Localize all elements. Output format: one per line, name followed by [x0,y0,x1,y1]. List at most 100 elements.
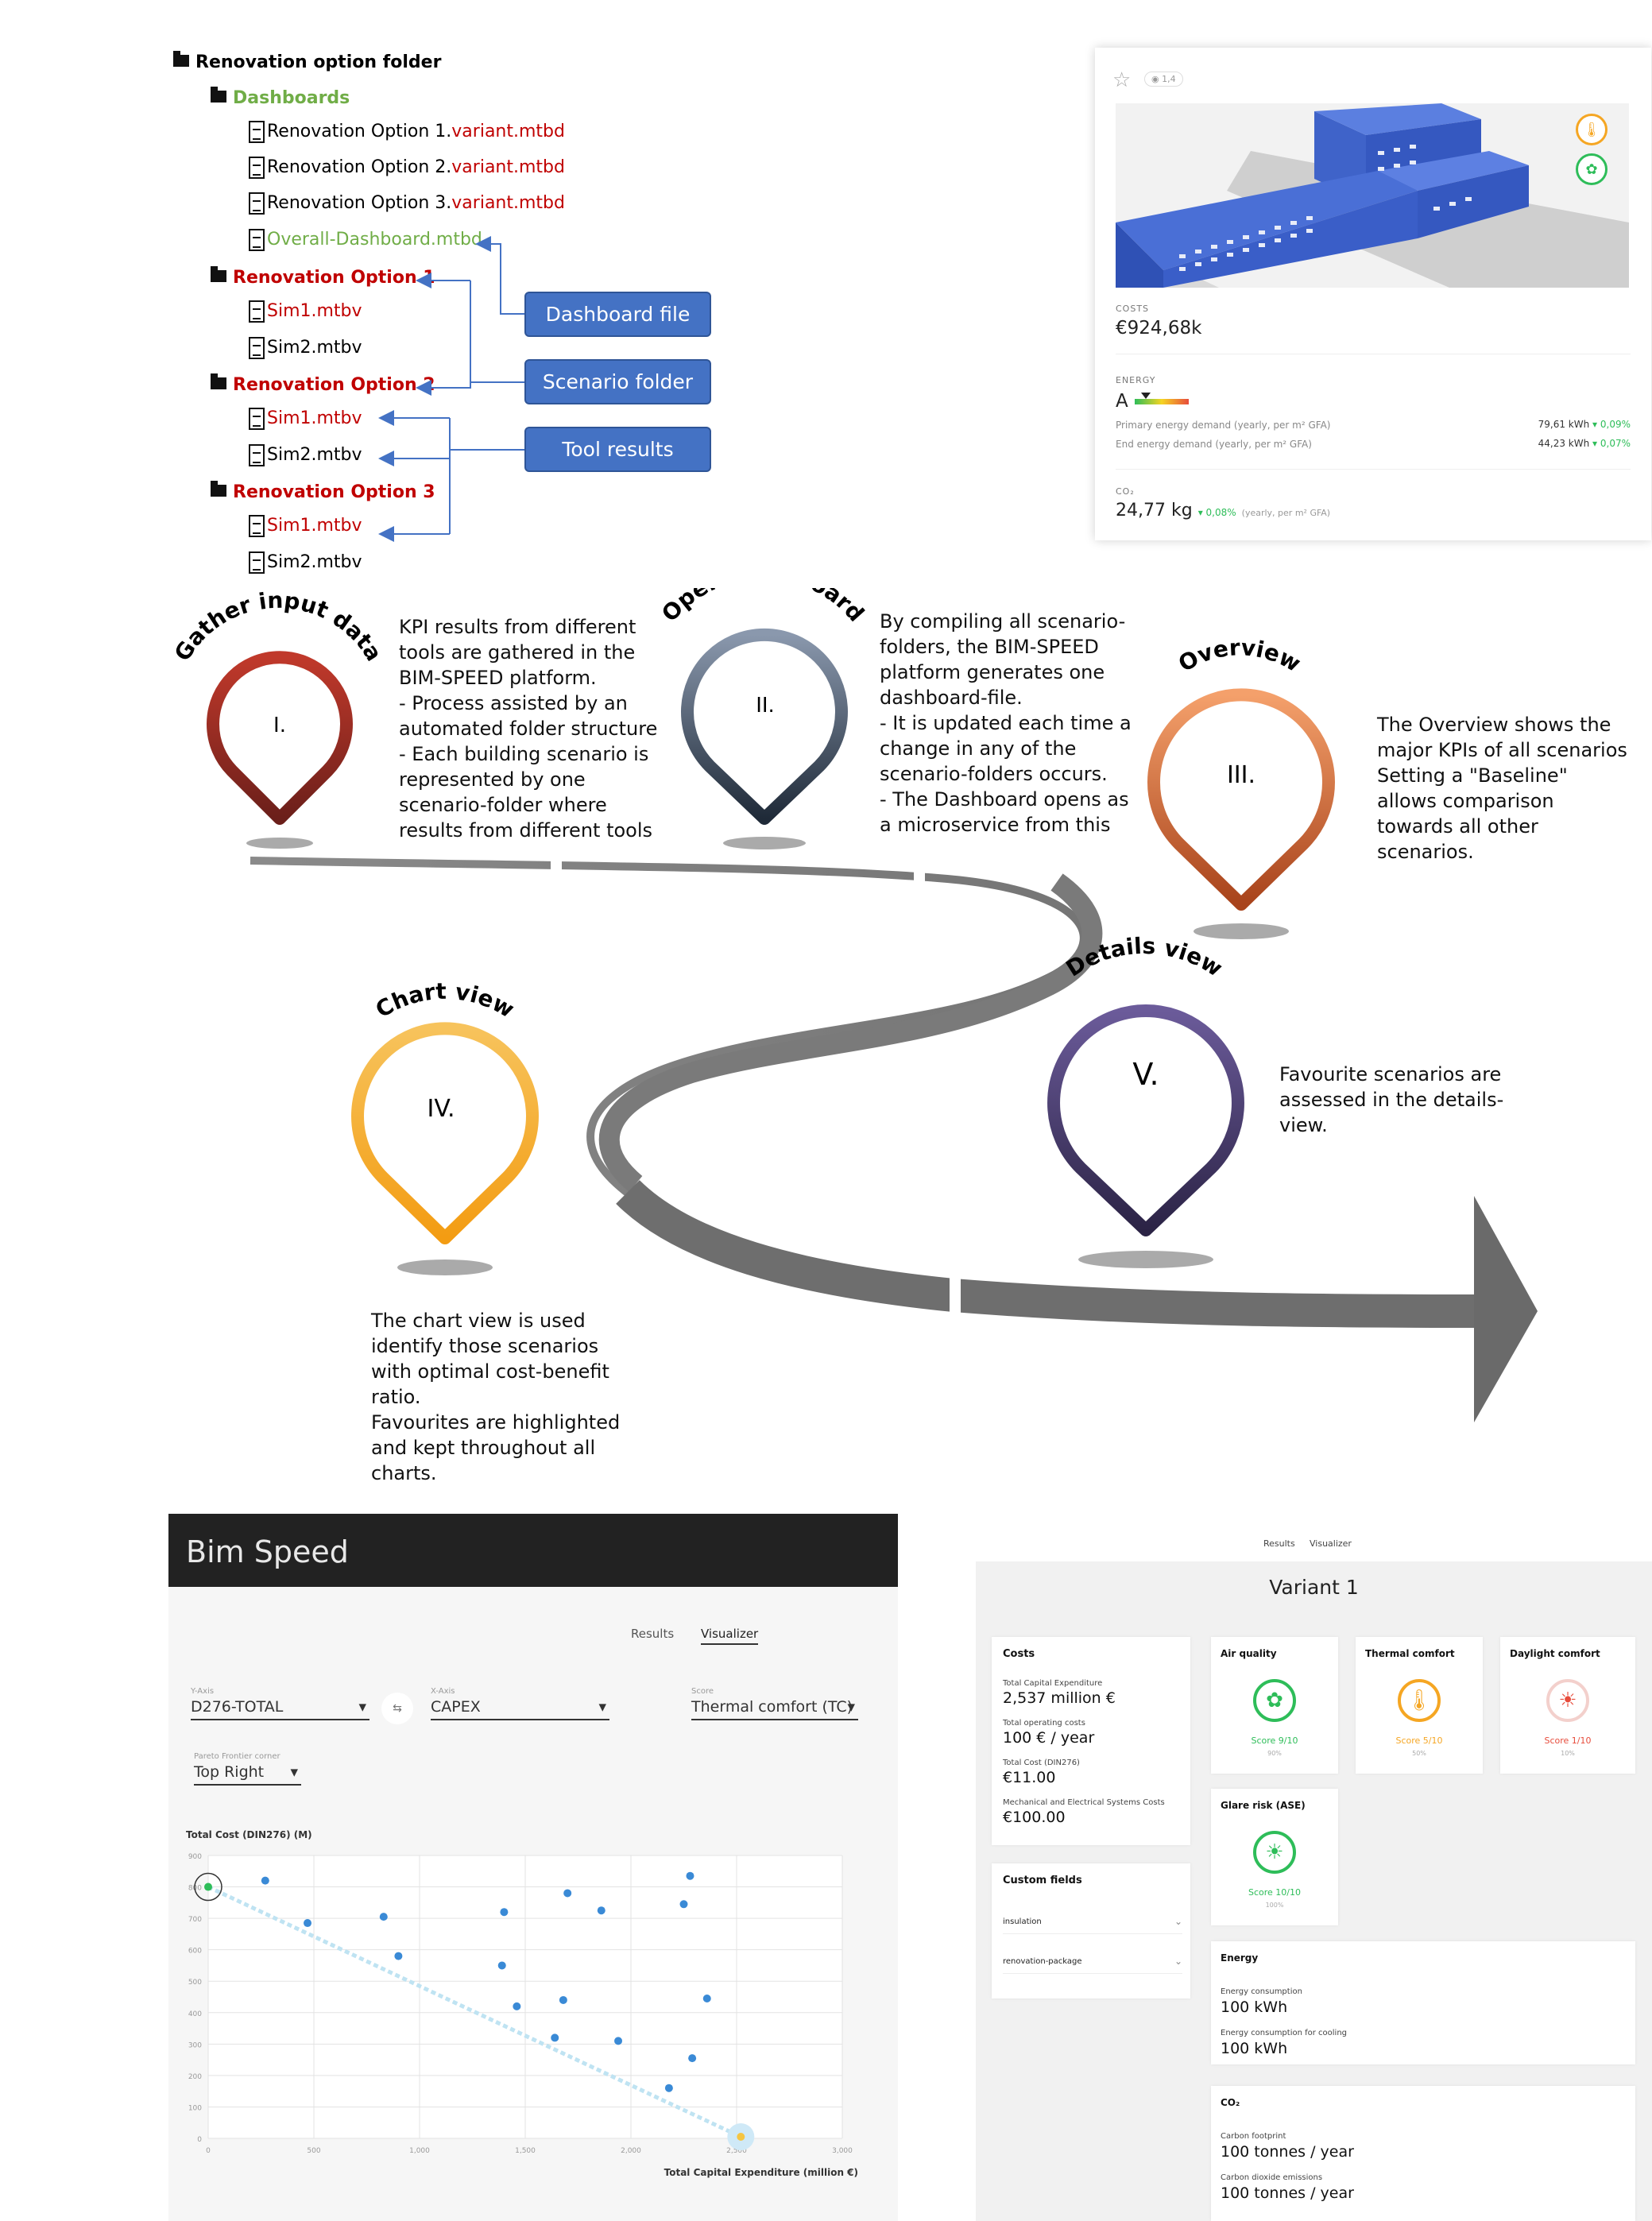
pin-step-5 [1047,1004,1244,1236]
thermometer-icon: 🌡 [1398,1679,1441,1722]
tree-option-2[interactable]: Renovation Option 2 [211,373,435,396]
cost-value: 100 € / year [1003,1729,1095,1747]
file-icon [249,551,265,574]
folder-icon [173,50,189,67]
chart-y-tick: 200 [188,2073,202,2081]
cost-label: Total operating costs [1003,1719,1085,1728]
chart-x-tick: 2,500 [726,2147,747,2155]
chart-x-tick: 0 [206,2147,211,2155]
energy-title: Energy [1221,1952,1259,1964]
tree-option-1-sim2[interactable]: Sim2.mtbv [249,337,362,359]
tree-dashboards-folder[interactable]: Dashboards [211,86,350,109]
scatter-point [559,1995,567,2004]
glare-risk-card: Glare risk (ASE) ☀ Score 10/10 100% [1211,1789,1338,1925]
scatter-point [497,1961,506,1970]
score-select[interactable]: Thermal comfort (TC)▾ [691,1698,858,1720]
co2-value: 100 tonnes / year [1221,2143,1354,2161]
pin-step-3 [1147,688,1335,911]
energy-value: 100 kWh [1221,2040,1288,2057]
tree-dash-file-2[interactable]: Renovation Option 2.variant.mtbd [249,157,565,179]
kpi-card[interactable]: ☆ ◉ 1,4 🌡 ✿ COSTS €924,68k ENERGY A [1095,48,1651,540]
callout-scenario-folder: Scenario folder [524,359,711,404]
tree-option-2-sim2[interactable]: Sim2.mtbv [249,444,362,466]
scatter-point [688,2054,697,2063]
caret-down-icon: ▾ [847,1698,855,1716]
chart-y-tick: 600 [188,1948,202,1956]
thermometer-icon: 🌡 [1576,114,1608,145]
file-icon [249,157,265,179]
score-text: Score 5/10 [1395,1735,1443,1746]
scatter-point [737,2133,745,2142]
end-energy-label: End energy demand (yearly, per m² GFA) [1116,439,1312,450]
score-text: Score 1/10 [1544,1735,1592,1746]
pareto-select-label: Pareto Frontier corner [194,1752,280,1761]
air-quality-card: Air quality ✿ Score 9/10 90% [1211,1637,1338,1774]
y-axis-select-label: Y-Axis [191,1687,215,1696]
tree-root[interactable]: Renovation option folder [173,50,441,73]
tree-option-1-sim1[interactable]: Sim1.mtbv [249,300,362,323]
score-select-label: Score [691,1687,714,1696]
energy-class: A [1116,391,1128,412]
chart-y-tick: 300 [188,2041,202,2049]
scatter-point [679,1900,688,1909]
tab-visualizer[interactable]: Visualizer [701,1627,759,1645]
tree-dash-file-3[interactable]: Renovation Option 3.variant.mtbd [249,192,565,215]
co2-title: CO₂ [1221,2097,1240,2108]
x-axis-select[interactable]: CAPEX▾ [431,1698,609,1720]
app-header: Bim Speed [168,1514,898,1587]
custom-field-renovation-package[interactable]: renovation-package ⌄ [1003,1956,1182,1974]
file-icon [249,229,265,251]
tree-option-2-sim1[interactable]: Sim1.mtbv [249,408,362,430]
chart-y-tick: 500 [188,1979,202,1987]
eye-icon: ◉ [1151,74,1163,84]
scatter-point [551,2033,559,2042]
custom-field-insulation[interactable]: insulation ⌄ [1003,1916,1182,1934]
callout-tool-results: Tool results [524,427,711,472]
star-icon[interactable]: ☆ [1112,68,1132,92]
scatter-point [614,2037,623,2045]
scatter-point [513,2002,521,2010]
step-3-text: The Overview shows the major KPIs of all… [1377,714,1627,863]
primary-energy-label: Primary energy demand (yearly, per m² GF… [1116,420,1331,431]
costs-card: Costs Total Capital Expenditure 2,537 mi… [992,1637,1190,1845]
file-icon [249,121,265,143]
chart-y-tick: 100 [188,2104,202,2112]
file-icon [249,337,265,359]
tab-results[interactable]: Results [631,1627,675,1641]
tree-option-3-sim1[interactable]: Sim1.mtbv [249,515,362,537]
sun-icon: ☀ [1253,1831,1296,1874]
connector-scenario-option-2 [416,281,471,396]
y-axis-select[interactable]: D276-TOTAL▾ [191,1698,369,1720]
energy-scale-bar [1135,399,1189,404]
scatter-point [379,1913,388,1921]
tab-visualizer[interactable]: Visualizer [1310,1538,1352,1549]
tree-option-3-sim2[interactable]: Sim2.mtbv [249,551,362,574]
swap-axes-button[interactable]: ⇆ [381,1693,413,1724]
tree-option-1[interactable]: Renovation Option 1 [211,265,435,288]
scatter-point [686,1871,694,1880]
scatter-point [204,1882,212,1891]
chart-x-tick: 2,000 [621,2147,641,2155]
cost-label: Total Cost (DIN276) [1003,1759,1080,1767]
cost-label: Mechanical and Electrical Systems Costs [1003,1798,1165,1807]
tree-option-3[interactable]: Renovation Option 3 [211,480,435,503]
score-text: Score 9/10 [1251,1735,1298,1746]
pareto-select[interactable]: Top Right▾ [194,1763,301,1786]
scatter-point [304,1919,312,1928]
score-title: Daylight comfort [1510,1648,1600,1659]
co2-label: Carbon dioxide emissions [1221,2173,1323,2182]
tab-results[interactable]: Results [1263,1538,1295,1549]
file-icon [249,408,265,430]
cost-value: 2,537 million € [1003,1689,1116,1707]
energy-label: Energy consumption [1221,1987,1302,1996]
chart-y-tick: 900 [188,1853,202,1861]
folder-icon [211,86,226,103]
tree-dash-file-1[interactable]: Renovation Option 1.variant.mtbd [249,121,565,143]
tree-overall-dashboard[interactable]: Overall-Dashboard.mtbd [249,229,482,251]
co2-label: Carbon footprint [1221,2132,1286,2141]
thermal-comfort-card: Thermal comfort 🌡 Score 5/10 50% [1356,1637,1483,1774]
folder-icon [211,480,226,497]
energy-card: Energy Energy consumption 100 kWh Energy… [1211,1941,1635,2064]
cost-value: €100.00 [1003,1809,1066,1826]
step-4-text: The chart view is used identify those sc… [371,1310,621,1484]
